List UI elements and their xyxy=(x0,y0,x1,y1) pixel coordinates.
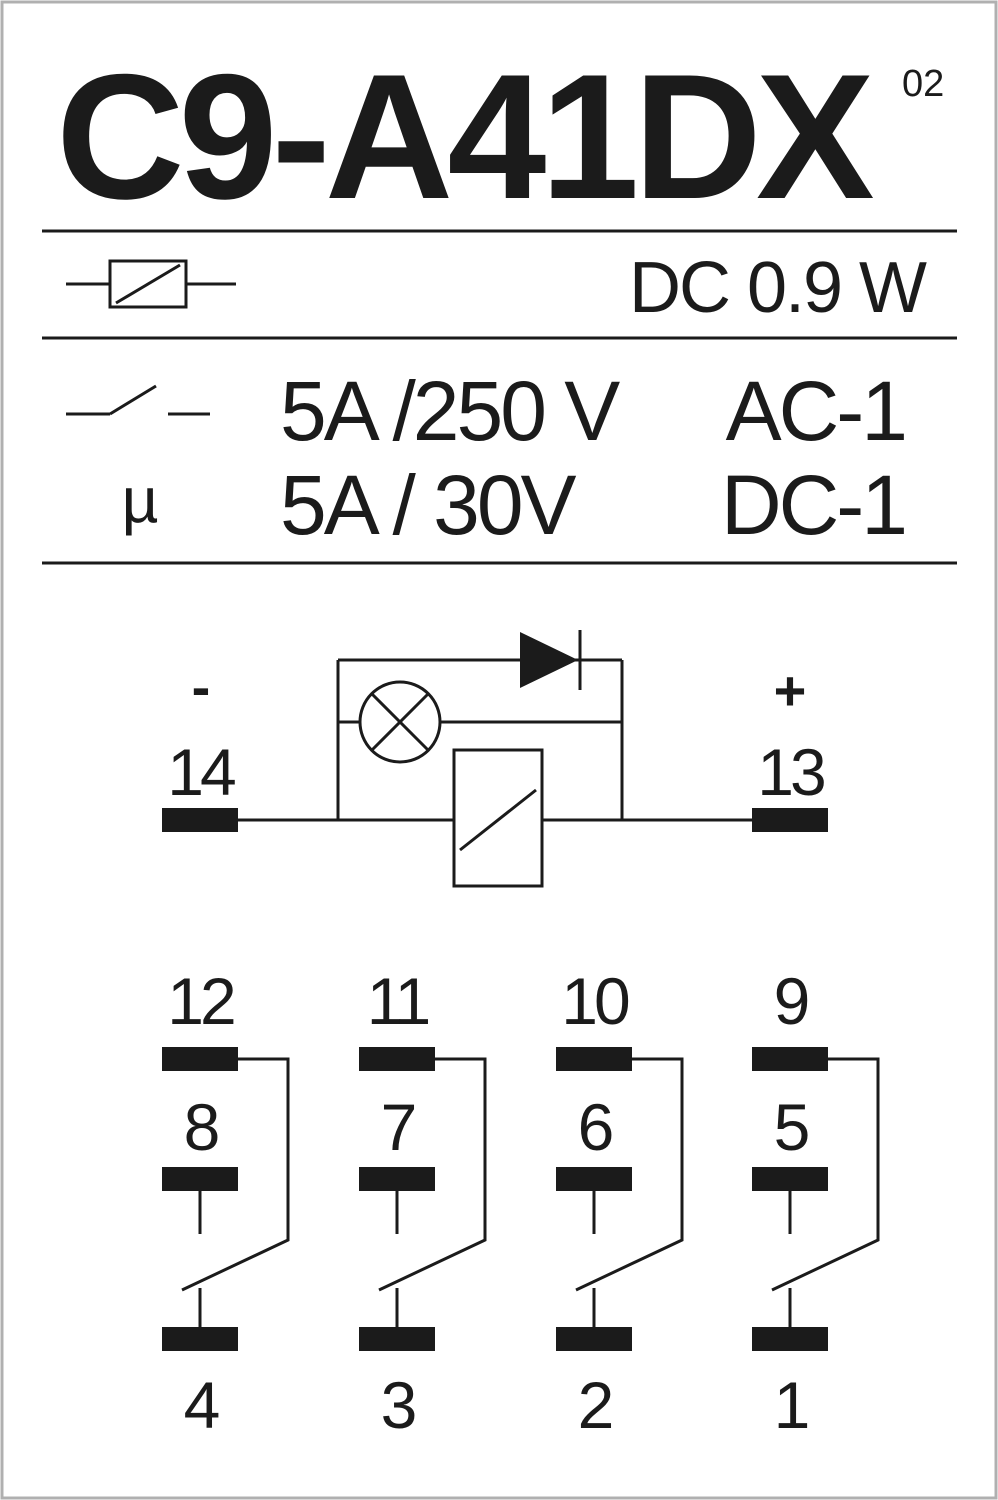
pin-14-label: 14 xyxy=(167,735,235,809)
nc-terminal xyxy=(556,1047,632,1071)
nc-terminal xyxy=(162,1047,238,1071)
common-pin-label: 3 xyxy=(381,1368,415,1442)
contact-groups: 12 8 4 11 7 3 10 6 2 9 5 1 xyxy=(162,964,880,1442)
contact-group: 11 7 3 xyxy=(359,964,487,1442)
no-pin-label: 6 xyxy=(578,1090,612,1164)
contact-switch-icon xyxy=(66,384,210,416)
common-terminal xyxy=(359,1327,435,1351)
nc-pin-label: 11 xyxy=(367,964,429,1038)
coil-power: DC 0.9 W xyxy=(629,248,927,328)
positive-polarity: + xyxy=(774,659,807,722)
contact-group: 9 5 1 xyxy=(752,964,880,1442)
contact-arm xyxy=(771,1057,880,1292)
coil-symbol-icon xyxy=(66,259,236,309)
common-pin-label: 1 xyxy=(774,1368,808,1442)
common-terminal xyxy=(162,1327,238,1351)
contact-group: 10 6 2 xyxy=(556,964,684,1442)
nc-terminal xyxy=(752,1047,828,1071)
contact-arm xyxy=(378,1057,487,1292)
pin-13-label: 13 xyxy=(757,735,824,809)
no-terminal xyxy=(359,1167,435,1191)
common-terminal xyxy=(752,1327,828,1351)
contact-arm xyxy=(575,1057,684,1292)
no-pin-label: 7 xyxy=(381,1090,415,1164)
no-pin-label: 5 xyxy=(774,1090,808,1164)
negative-polarity: - xyxy=(192,655,211,718)
relay-coil-icon xyxy=(452,748,544,888)
nc-pin-label: 12 xyxy=(167,964,234,1038)
nc-pin-label: 9 xyxy=(774,964,808,1038)
common-terminal xyxy=(556,1327,632,1351)
micro-symbol: µ xyxy=(122,464,159,536)
terminal-13 xyxy=(752,808,828,832)
dc-rating: 5A / 30V xyxy=(280,458,577,552)
no-terminal xyxy=(556,1167,632,1191)
no-pin-label: 8 xyxy=(184,1090,218,1164)
ac-category: AC-1 xyxy=(726,364,905,458)
no-terminal xyxy=(162,1167,238,1191)
nc-terminal xyxy=(359,1047,435,1071)
contact-group: 12 8 4 xyxy=(162,964,290,1442)
terminal-14 xyxy=(162,808,238,832)
diode-icon xyxy=(520,630,582,690)
contact-arm xyxy=(181,1057,290,1292)
coil-circuit: - + 14 13 xyxy=(162,630,828,888)
common-pin-label: 4 xyxy=(184,1368,219,1442)
ac-rating: 5A /250 V xyxy=(280,364,620,458)
model-title: C9-A41DX xyxy=(56,37,874,236)
revision-code: 02 xyxy=(902,63,944,105)
nc-pin-label: 10 xyxy=(561,964,629,1038)
indicator-lamp-icon xyxy=(358,680,442,764)
no-terminal xyxy=(752,1167,828,1191)
common-pin-label: 2 xyxy=(578,1368,612,1442)
dc-category: DC-1 xyxy=(721,458,905,552)
